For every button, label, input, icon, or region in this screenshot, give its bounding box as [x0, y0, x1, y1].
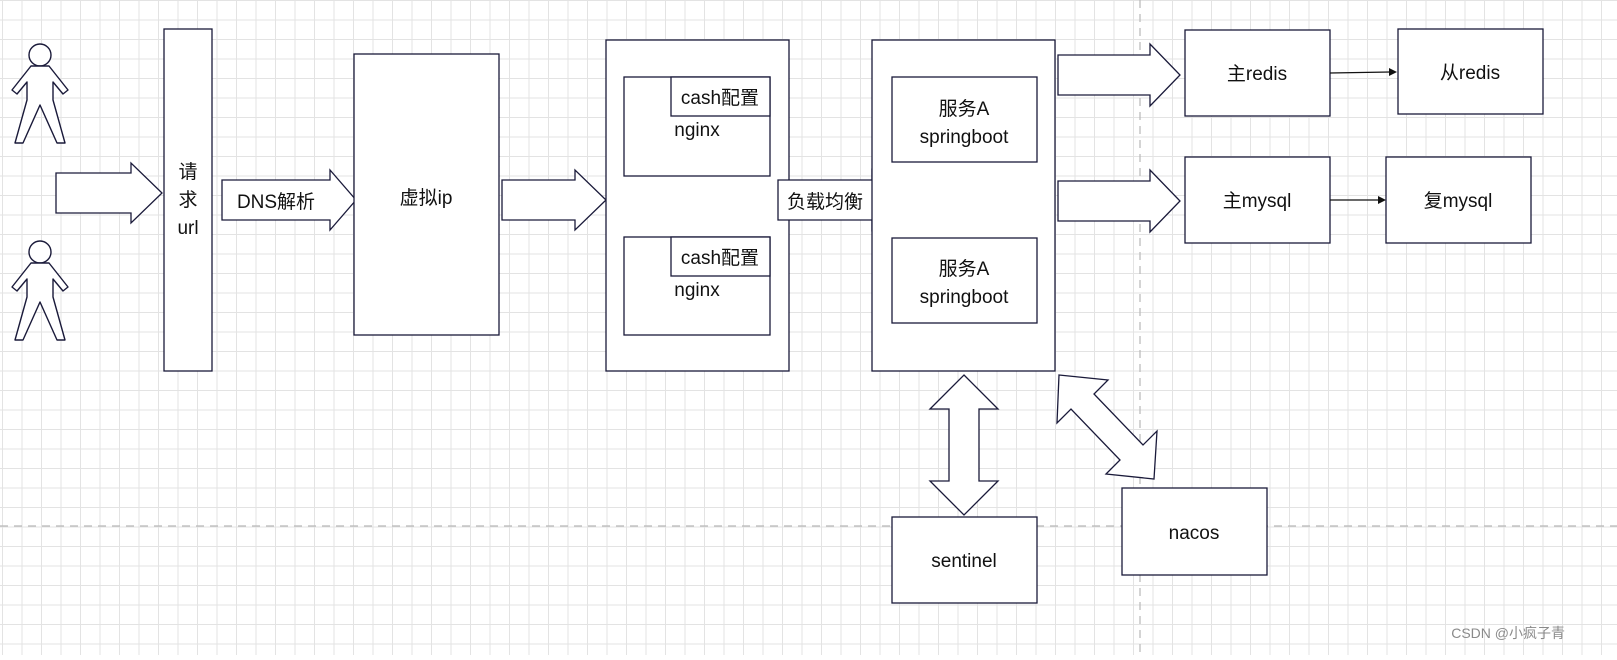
request-url-box — [163, 28, 213, 372]
virtual-ip-box — [353, 53, 500, 336]
sentinel-label: sentinel — [931, 551, 997, 572]
service-framework-label: springboot — [920, 127, 1009, 148]
flow-arrow — [55, 161, 163, 225]
cache-config-label: cash配置 — [681, 88, 759, 109]
flow-arrow — [1057, 42, 1181, 108]
redis-master-label: 主redis — [1227, 63, 1287, 85]
virtual-ip-label: 虚拟ip — [400, 187, 453, 209]
user-actor-icon — [11, 240, 69, 341]
cache-config-label: cash配置 — [681, 248, 759, 269]
redis-master-box — [1184, 29, 1331, 117]
sentinel-box — [891, 516, 1038, 604]
service-framework-label: springboot — [920, 287, 1009, 308]
mysql-master-label: 主mysql — [1223, 190, 1292, 212]
nacos-box — [1121, 487, 1268, 576]
dns-arrow — [221, 168, 357, 232]
arrowhead — [1389, 68, 1397, 76]
mysql-master-box — [1184, 156, 1331, 244]
mysql-replica-label: 复mysql — [1424, 190, 1493, 212]
redis-slave-label: 从redis — [1440, 63, 1500, 84]
nginx-label: nginx — [674, 120, 720, 141]
user-actor-icon — [11, 43, 69, 144]
request-url-label: 请 — [178, 161, 197, 183]
service-node — [891, 237, 1038, 324]
double-arrow — [1056, 374, 1158, 480]
redis-slave-box — [1397, 28, 1544, 115]
flow-arrow — [501, 168, 607, 232]
flow-arrow — [1057, 168, 1181, 234]
dns-label: DNS解析 — [237, 191, 315, 213]
service-node — [891, 76, 1038, 163]
request-url-label: url — [177, 218, 198, 239]
service-name-label: 服务A — [939, 98, 990, 120]
service-name-label: 服务A — [939, 258, 990, 280]
load-balance-label: 负载均衡 — [787, 191, 863, 213]
request-url-label: 求 — [178, 189, 197, 211]
nacos-label: nacos — [1169, 523, 1220, 544]
cache-config-box — [670, 236, 771, 277]
double-arrow — [928, 374, 1000, 516]
cache-config-box — [670, 76, 771, 117]
nginx-label: nginx — [674, 280, 720, 301]
arrowhead — [1378, 196, 1386, 204]
replication-line — [1329, 71, 1391, 74]
mysql-replica-box — [1385, 156, 1532, 244]
watermark: CSDN @小疯子青 — [1451, 625, 1565, 641]
